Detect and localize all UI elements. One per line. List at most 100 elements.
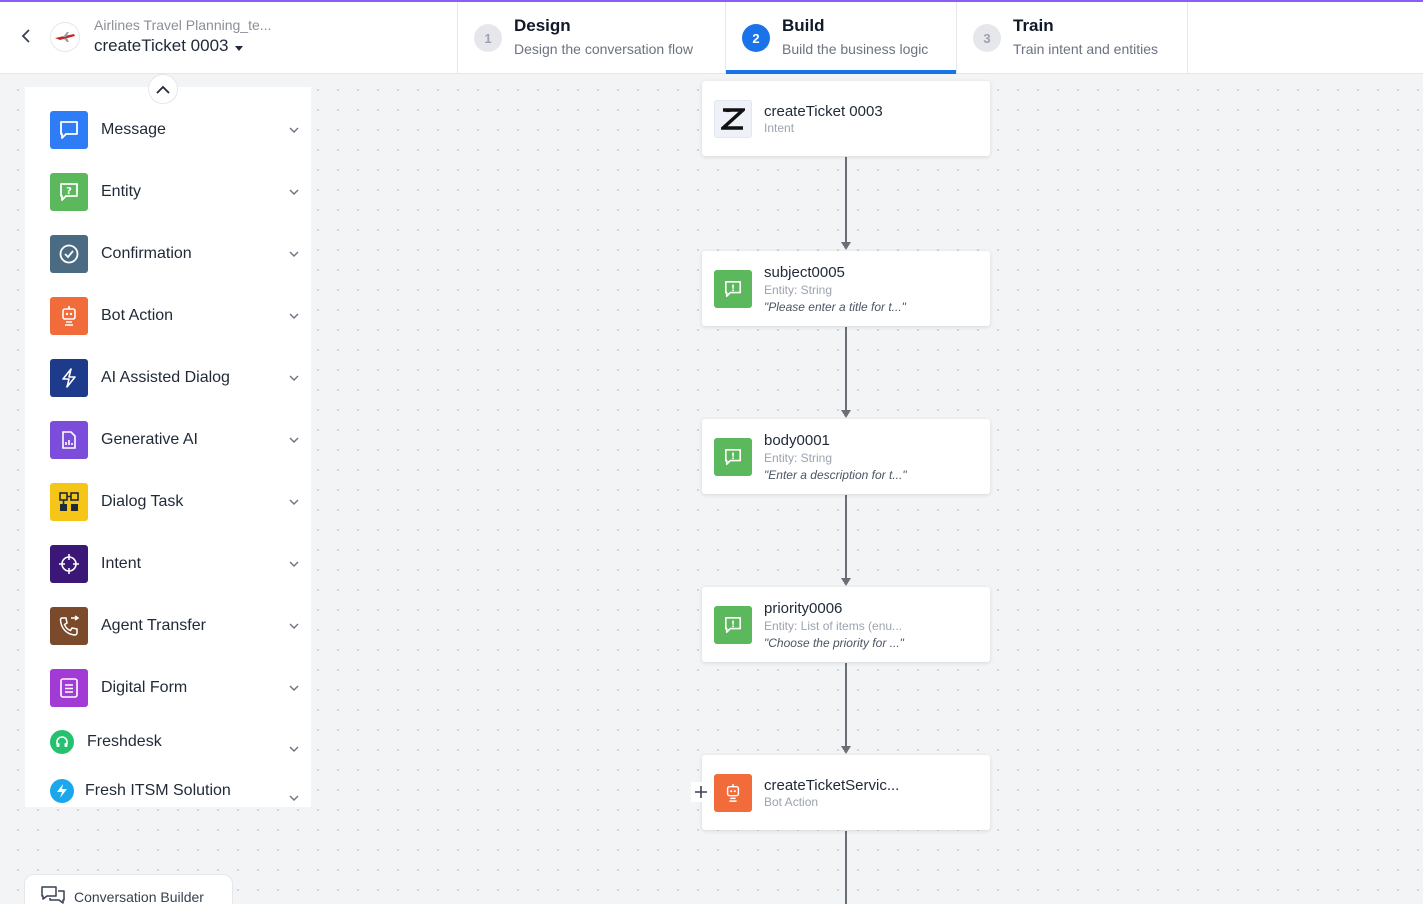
plus-icon — [695, 786, 707, 798]
step-design[interactable]: 1 Design Design the conversation flow — [458, 2, 726, 73]
flow-node-entity[interactable]: ! subject0005 Entity: String "Please ent… — [702, 251, 990, 326]
panel-item-bot-action[interactable]: Bot Action — [50, 296, 300, 336]
node-title: createTicket 0003 — [764, 103, 883, 120]
ai-assisted-icon — [50, 359, 88, 397]
chevron-down-icon[interactable] — [288, 620, 300, 632]
arrow-down-icon — [841, 242, 851, 250]
task-name-label: createTicket 0003 — [94, 36, 229, 55]
step-title: Design — [514, 16, 571, 35]
chevron-down-icon[interactable] — [288, 682, 300, 694]
step-title: Build — [782, 16, 825, 35]
chevron-down-icon[interactable] — [288, 558, 300, 570]
panel-item-fresh-itsm[interactable]: Fresh ITSM Solution — [50, 771, 300, 807]
panel-item-entity[interactable]: ? Entity — [50, 172, 300, 212]
node-title: priority0006 — [764, 600, 843, 617]
digital-form-icon — [50, 669, 88, 707]
entity-icon: ? — [50, 173, 88, 211]
chevron-down-icon[interactable] — [288, 186, 300, 198]
chevron-down-icon[interactable] — [288, 792, 300, 804]
flow-node-entity[interactable]: ! body0001 Entity: String "Enter a descr… — [702, 419, 990, 494]
panel-item-ai-assisted-dialog[interactable]: AI Assisted Dialog — [50, 358, 300, 398]
agent-transfer-icon — [50, 607, 88, 645]
bot-action-icon — [50, 297, 88, 335]
chevron-up-icon — [156, 85, 170, 94]
panel-item-confirmation[interactable]: Confirmation — [50, 234, 300, 274]
caret-down-icon — [234, 45, 243, 51]
message-icon — [50, 111, 88, 149]
chevron-down-icon[interactable] — [288, 434, 300, 446]
step-build[interactable]: 2 Build Build the business logic — [726, 2, 957, 74]
conversation-builder-tab[interactable]: Conversation Builder — [24, 874, 233, 904]
panel-item-label: Generative AI — [101, 431, 198, 448]
chevron-down-icon[interactable] — [288, 310, 300, 322]
panel-item-freshdesk[interactable]: Freshdesk — [50, 722, 300, 762]
generative-ai-icon — [50, 421, 88, 459]
arrow-down-icon — [841, 410, 851, 418]
flow-connector — [845, 831, 847, 904]
svg-text:?: ? — [66, 186, 72, 197]
step-number: 2 — [742, 24, 770, 52]
entity-icon: ! — [714, 270, 752, 308]
bot-action-icon — [714, 774, 752, 812]
svg-text:!: ! — [731, 284, 735, 294]
add-node-button[interactable] — [691, 782, 711, 802]
entity-icon: ! — [714, 438, 752, 476]
panel-item-digital-form[interactable]: Digital Form — [50, 668, 300, 708]
node-type: Entity: String — [764, 283, 833, 297]
step-subtitle: Build the business logic — [782, 41, 929, 57]
panel-item-message[interactable]: Message — [50, 110, 300, 150]
chevron-down-icon[interactable] — [288, 248, 300, 260]
fresh-itsm-icon — [50, 779, 74, 803]
flow-node-bot-action[interactable]: createTicketServic... Bot Action — [702, 755, 990, 830]
chevron-down-icon[interactable] — [288, 743, 300, 755]
panel-item-label: Agent Transfer — [101, 617, 206, 634]
flow-node-entity[interactable]: ! priority0006 Entity: List of items (en… — [702, 587, 990, 662]
chevron-down-icon[interactable] — [288, 496, 300, 508]
panel-item-agent-transfer[interactable]: Agent Transfer — [50, 606, 300, 646]
node-title: subject0005 — [764, 264, 845, 281]
step-train[interactable]: 3 Train Train intent and entities — [957, 2, 1188, 73]
zendesk-icon — [714, 100, 752, 138]
arrow-down-icon — [841, 746, 851, 754]
collapse-panel-button[interactable] — [148, 74, 178, 104]
task-header: Airlines Travel Planning_te... createTic… — [0, 2, 458, 73]
step-title: Train — [1013, 16, 1054, 35]
panel-item-dialog-task[interactable]: Dialog Task — [50, 482, 300, 522]
node-panel: Message ? Entity Confirmation Bot Action… — [25, 87, 311, 807]
panel-item-label: Message — [101, 121, 166, 138]
back-button[interactable] — [16, 26, 36, 46]
panel-item-label: Bot Action — [101, 307, 174, 324]
flow-connector — [845, 663, 847, 747]
freshdesk-icon — [50, 730, 74, 754]
flow-node-intent[interactable]: createTicket 0003 Intent — [702, 81, 990, 156]
top-header: Airlines Travel Planning_te... createTic… — [0, 0, 1423, 74]
panel-item-label: Freshdesk — [87, 733, 162, 750]
flow-connector — [845, 157, 847, 243]
entity-icon: ! — [714, 606, 752, 644]
node-type: Bot Action — [764, 795, 819, 809]
step-number: 3 — [973, 24, 1001, 52]
panel-item-label: Dialog Task — [101, 493, 184, 510]
svg-text:!: ! — [731, 620, 735, 630]
panel-item-label: Entity — [101, 183, 142, 200]
dialog-task-icon — [50, 483, 88, 521]
panel-item-generative-ai[interactable]: Generative AI — [50, 420, 300, 460]
panel-item-intent[interactable]: Intent — [50, 544, 300, 584]
airplane-icon — [55, 32, 75, 42]
confirmation-icon — [50, 235, 88, 273]
node-prompt: "Enter a description for t..." — [764, 468, 907, 482]
chevron-down-icon[interactable] — [288, 124, 300, 136]
chevron-down-icon[interactable] — [288, 372, 300, 384]
step-subtitle: Train intent and entities — [1013, 41, 1159, 57]
flow-connector — [845, 495, 847, 579]
node-prompt: "Please enter a title for t..." — [764, 300, 906, 314]
node-type: Intent — [764, 121, 795, 135]
step-number: 1 — [474, 24, 502, 52]
arrow-down-icon — [841, 578, 851, 586]
app-name: Airlines Travel Planning_te... — [94, 17, 272, 33]
node-title: createTicketServic... — [764, 777, 900, 794]
panel-item-label: Intent — [101, 555, 142, 572]
tab-label: Conversation Builder — [74, 889, 204, 904]
task-name-dropdown[interactable]: createTicket 0003 — [94, 36, 243, 56]
svg-text:!: ! — [731, 452, 735, 462]
